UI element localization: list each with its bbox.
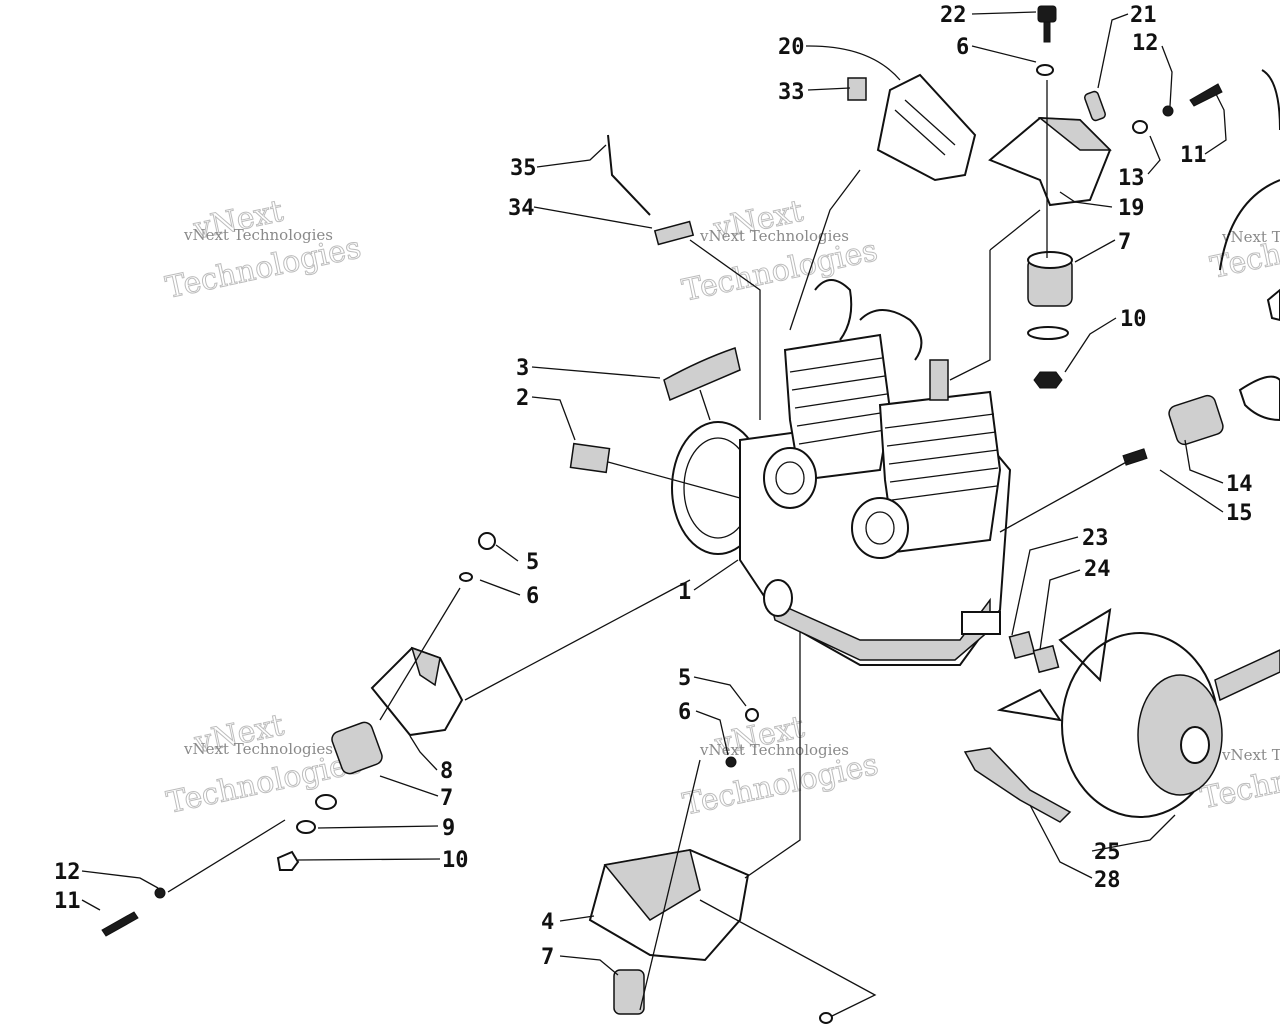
callout-25: 25 — [1094, 840, 1121, 865]
watermark-brand-word: Technologies — [1208, 210, 1280, 286]
callout-34: 34 — [508, 196, 535, 221]
callout-10: 10 — [1120, 307, 1147, 332]
part-35-sensor — [607, 134, 651, 216]
intake-port-left — [763, 447, 817, 509]
part-10-nut-upper — [1033, 371, 1063, 389]
part-5-bolt-left — [478, 532, 496, 550]
part-washer-upper — [1027, 326, 1069, 340]
callout-10: 10 — [442, 848, 469, 873]
part-9-washer — [296, 820, 316, 834]
watermark-brand-full: vNext Technologies — [183, 226, 333, 244]
callout-2: 2 — [516, 386, 529, 411]
part-28-belt — [963, 747, 1072, 823]
callout-5: 5 — [678, 666, 691, 691]
watermark-brand-full: vNext Technologies — [699, 741, 849, 759]
part-12-lockwasher-lower — [154, 887, 166, 899]
part-11-bolt-lower — [101, 911, 139, 937]
callout-13: 13 — [1118, 166, 1145, 191]
callout-3: 3 — [516, 356, 529, 381]
part-7-mount-lower — [613, 969, 645, 1015]
part-7-mount-upper — [1027, 251, 1073, 307]
part-6-washer — [1036, 64, 1054, 76]
callout-11: 11 — [54, 889, 81, 914]
coolant-pipe — [814, 279, 853, 341]
part-24-spacer — [1032, 644, 1060, 674]
part-washer-lower — [819, 1012, 833, 1024]
callout-9: 9 — [442, 816, 455, 841]
part-15-stud — [1122, 448, 1148, 466]
callout-6: 6 — [678, 700, 691, 725]
callout-22: 22 — [940, 3, 967, 28]
callout-6: 6 — [956, 35, 969, 60]
callout-labels: 22 21 20 6 12 33 13 11 35 34 19 7 10 3 2… — [54, 3, 1253, 970]
part-3-decal — [663, 347, 741, 402]
part-34-bracket — [653, 220, 695, 246]
part-2-label — [569, 442, 611, 474]
callout-7: 7 — [541, 945, 554, 970]
watermark-brand-full: vNext Technologies — [1221, 746, 1280, 764]
callout-11: 11 — [1180, 143, 1207, 168]
watermark-right-edge: Technologies — [1207, 210, 1280, 287]
leader-lines — [81, 11, 1227, 1017]
watermark-brand-full: vNext Technologies — [699, 227, 849, 245]
callout-6: 6 — [526, 584, 539, 609]
callout-24: 24 — [1084, 557, 1111, 582]
part-6-washer-left — [459, 572, 473, 582]
cylinder-left — [783, 333, 892, 482]
callout-1: 1 — [678, 580, 691, 605]
intake-port-right — [851, 497, 909, 559]
callout-12: 12 — [54, 860, 81, 885]
part-14-mount-right — [1168, 394, 1224, 446]
part-6-washer-center — [725, 756, 737, 768]
callout-14: 14 — [1226, 472, 1253, 497]
part-22-bolt — [1037, 5, 1057, 43]
cylinder-right — [878, 390, 1002, 554]
callout-7: 7 — [1118, 230, 1131, 255]
part-5-bolt-center — [745, 708, 759, 722]
callout-28: 28 — [1094, 868, 1121, 893]
callout-5: 5 — [526, 550, 539, 575]
engine-assembly — [671, 279, 1012, 666]
callout-7: 7 — [440, 786, 453, 811]
callout-15: 15 — [1226, 501, 1253, 526]
callout-19: 19 — [1118, 196, 1145, 221]
watermark-brand-full: vNext Technologies — [1221, 228, 1280, 246]
callout-23: 23 — [1082, 526, 1109, 551]
callout-4: 4 — [541, 910, 554, 935]
callout-12: 12 — [1132, 31, 1159, 56]
watermark-brand-full: vNext Technologies — [183, 740, 333, 758]
part-33-clip — [847, 77, 867, 101]
part-21-spacer — [1084, 90, 1106, 122]
part-10-nut-lower — [276, 850, 300, 871]
callout-8: 8 — [440, 759, 453, 784]
part-11-bolt — [1189, 83, 1223, 107]
part-20-mount-plate — [876, 73, 977, 182]
callout-21: 21 — [1130, 3, 1157, 28]
pto-shaft — [961, 611, 1001, 635]
callout-33: 33 — [778, 80, 805, 105]
part-12-lockwasher — [1162, 105, 1174, 117]
part-washer-left — [315, 794, 337, 810]
part-25-drive-clutch — [996, 608, 1223, 818]
part-13-washer — [1132, 120, 1148, 134]
part-7-mount-left — [331, 721, 383, 775]
callout-35: 35 — [510, 156, 537, 181]
part-23-spacer — [1008, 630, 1036, 660]
callout-20: 20 — [778, 35, 805, 60]
watermark-center-bottom: vNext Technologies — [679, 709, 881, 823]
